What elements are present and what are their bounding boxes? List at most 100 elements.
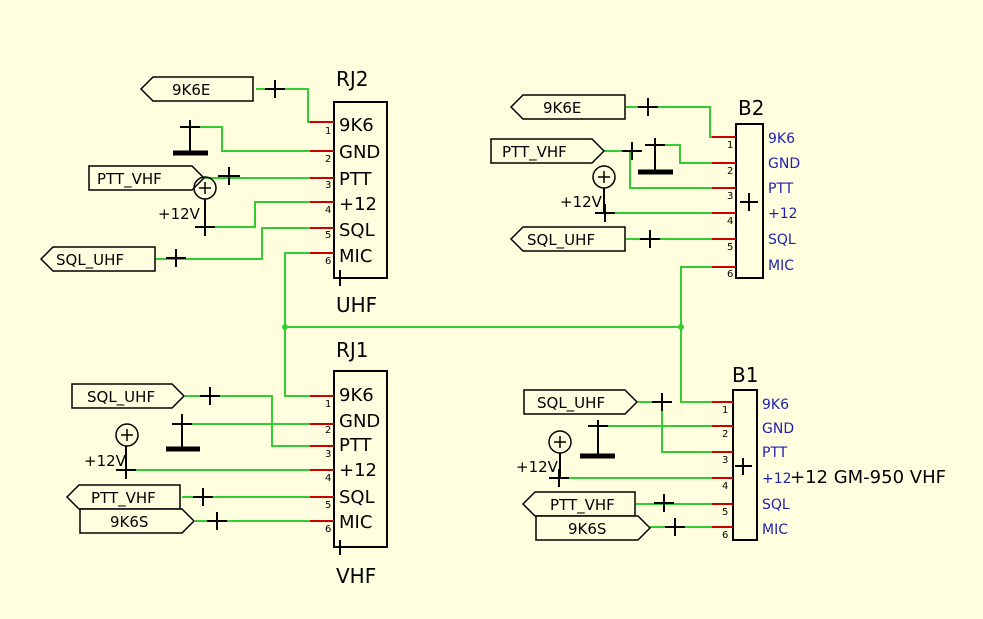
net-label-text: 9K6E — [172, 81, 210, 99]
rj2-value: UHF — [336, 293, 377, 317]
rj2-pin-name: PTT — [339, 169, 373, 190]
b1-pin-number: 5 — [722, 507, 728, 518]
cross-marker — [265, 80, 285, 98]
cross-marker — [652, 393, 672, 411]
b1-pin-name: MIC — [762, 522, 788, 538]
net-label-text: SQL_UHF — [87, 388, 155, 407]
b2-pin-number: 5 — [727, 242, 733, 253]
cross-marker — [166, 249, 186, 267]
rj2-pin-name: 9K6 — [339, 115, 374, 136]
cross-marker — [638, 98, 658, 116]
b2-pin-number: 3 — [727, 191, 733, 202]
b1-pin-name: GND — [762, 421, 794, 437]
net-label-text: 9K6S — [568, 520, 606, 538]
net-label: PTT_VHF — [521, 491, 636, 517]
b2-pin-number: 1 — [727, 140, 733, 151]
power-label: +12V — [560, 193, 603, 211]
net-label-text: SQL_UHF — [527, 231, 595, 250]
ground-icon — [166, 414, 200, 452]
net-label-text: SQL_UHF — [537, 394, 605, 413]
rj1-pin-name: +12 — [339, 460, 377, 481]
b1-body — [732, 389, 758, 541]
rj1-pin-number: 5 — [325, 500, 331, 511]
net-label: SQL_UHF — [509, 226, 626, 252]
ground-icon — [173, 120, 208, 156]
rj1-pin-name: PTT — [339, 435, 373, 456]
net-label: PTT_VHF — [88, 165, 206, 191]
wire-b2-pin2 — [655, 144, 712, 164]
rj2-pin-number: 3 — [325, 180, 331, 191]
rj2-ref: RJ2 — [336, 67, 369, 91]
wire-rj2-mic — [284, 252, 310, 397]
wire-b2-pin3 — [604, 150, 712, 189]
b1-pin-number: 1 — [722, 405, 728, 416]
rj2-pin-number: 5 — [325, 230, 331, 241]
b1-pin-name: 9K6 — [762, 397, 789, 413]
connector-b2: B2 1 2 3 4 5 6 9K6 GND PTT +12 SQL MIC — [712, 96, 800, 280]
net-label-text: PTT_VHF — [91, 489, 156, 508]
b2-body — [735, 123, 764, 279]
cross-marker — [595, 204, 615, 222]
net-label: PTT_VHF — [65, 484, 181, 510]
rj1-ref: RJ1 — [336, 338, 369, 362]
rj1-body — [333, 370, 388, 548]
rj2-pin-name: MIC — [339, 246, 372, 267]
net-label-text: SQL_UHF — [56, 251, 124, 270]
cross-markers — [116, 80, 685, 536]
net-label-text: 9K6E — [543, 99, 581, 117]
wire-b1-pin3 — [638, 401, 712, 453]
b1-pin-name: SQL — [762, 497, 790, 513]
net-label-text: PTT_VHF — [550, 496, 615, 515]
net-label: 9K6S — [79, 508, 196, 534]
b2-pin-number: 2 — [727, 166, 733, 177]
wire-rj1-pin1 — [185, 395, 310, 447]
wire-rj2-pin4 — [205, 201, 310, 228]
power-label: +12V — [516, 458, 559, 476]
b2-pin-name: 9K6 — [768, 131, 795, 147]
net-label: SQL_UHF — [71, 383, 186, 409]
cross-marker — [665, 518, 685, 536]
ground-icon — [580, 420, 615, 459]
b1-pin-number: 2 — [722, 429, 728, 440]
cross-marker — [640, 230, 660, 248]
rj2-pin-number: 2 — [325, 154, 331, 165]
rj1-pin-name: SQL — [339, 487, 375, 508]
rj1-pin-name: GND — [339, 411, 380, 432]
net-label-text: PTT_VHF — [502, 143, 567, 162]
b2-ref: B2 — [738, 96, 764, 120]
cross-marker — [195, 218, 215, 236]
wire-rj2-pin5 — [155, 227, 310, 260]
cross-marker — [654, 494, 674, 512]
cross-marker — [116, 461, 136, 479]
rj1-pin-number: 6 — [325, 524, 331, 535]
net-label: 9K6E — [139, 76, 254, 102]
b2-pin-name: PTT — [768, 181, 794, 197]
net-label: PTT_VHF — [490, 138, 606, 164]
connector-rj1: RJ1 1 2 3 4 5 6 9K6 GND PTT +12 SQL MIC … — [310, 338, 388, 588]
power-icon — [193, 176, 217, 227]
rj2-pin-number: 1 — [325, 126, 331, 137]
b1-pin-name: +12 — [762, 471, 792, 487]
net-label-text: PTT_VHF — [97, 170, 162, 189]
net-label: SQL_UHF — [39, 246, 156, 272]
junction-dot — [282, 324, 288, 330]
cross-marker — [207, 512, 227, 530]
b1-pin-number: 3 — [722, 455, 728, 466]
b1-extra-label: +12 GM-950 VHF — [790, 467, 946, 488]
cross-marker — [549, 469, 569, 487]
rj2-pin-number: 4 — [325, 205, 331, 216]
b2-pin-number: 6 — [727, 269, 733, 280]
b2-pin-name: MIC — [768, 258, 794, 274]
power-label: +12V — [158, 205, 201, 223]
b2-pin-name: +12 — [768, 206, 798, 222]
rj1-pin-number: 1 — [325, 399, 331, 410]
cross-marker — [200, 387, 220, 405]
rj1-value: VHF — [336, 564, 376, 588]
wire-b2-pin1 — [626, 106, 712, 138]
rj1-pin-number: 4 — [325, 473, 331, 484]
net-label: 9K6E — [509, 94, 626, 120]
cross-marker — [218, 167, 240, 185]
b2-pin-number: 4 — [727, 216, 733, 227]
wire-rj2-pin2 — [190, 126, 310, 152]
